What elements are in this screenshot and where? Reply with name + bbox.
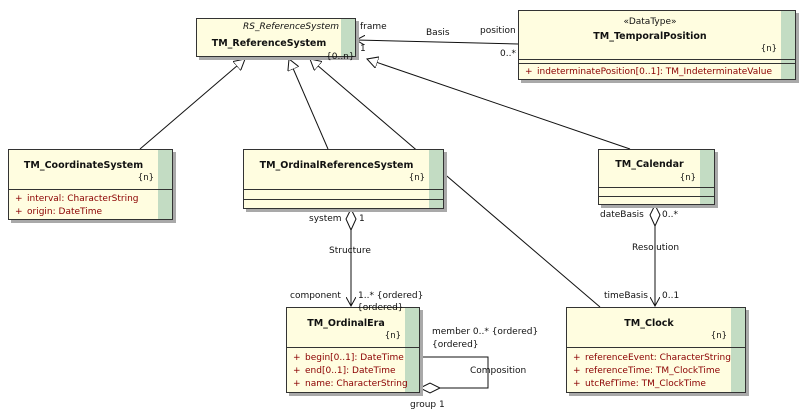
class-name: TM_CoordinateSystem (23, 160, 144, 171)
class-tm-coordinate-system[interactable]: TM_CoordinateSystem {n} + interval: Chara… (8, 149, 173, 220)
visibility-marker: + (293, 366, 301, 376)
class-name: TM_OrdinalEra (307, 318, 385, 329)
compartment-divider (244, 189, 443, 190)
constraint-component-ordered: {ordered} (357, 303, 404, 313)
role-position: position (480, 26, 516, 36)
compartment-divider (599, 196, 714, 197)
attribute-text: name: CharacterString (305, 379, 408, 389)
class-name: TM_ReferenceSystem (211, 38, 327, 49)
role-date-basis: dateBasis (600, 210, 644, 220)
attribute-interval: + interval: CharacterString (15, 194, 139, 204)
attribute-reference-event: + referenceEvent: CharacterString (573, 353, 731, 363)
attribute-name: + name: CharacterString (293, 379, 408, 389)
visibility-marker: + (15, 207, 23, 217)
role-component: component (290, 291, 341, 301)
attribute-utc-ref-time: + utcRefTime: TM_ClockTime (573, 379, 706, 389)
class-name: TM_OrdinalReferenceSystem (259, 160, 414, 171)
compartment-divider (519, 59, 795, 60)
class-name: TM_TemporalPosition (593, 31, 707, 42)
constraint-member-ordered: {ordered} (432, 340, 479, 350)
compartment-divider (9, 189, 172, 190)
association-composition (420, 356, 489, 389)
attribute-text: referenceEvent: CharacterString (585, 353, 731, 363)
class-name: TM_Calendar (615, 159, 684, 170)
class-tm-clock[interactable]: TM_Clock {n} + referenceEvent: CharacterS… (566, 307, 746, 393)
class-color-bar (405, 308, 419, 392)
class-tm-reference-system[interactable]: RS_ReferenceSystem TM_ReferenceSystem (196, 18, 356, 57)
aggregation-diamond-resolution (649, 203, 661, 228)
visibility-marker: + (525, 67, 533, 77)
class-color-bar (781, 11, 795, 79)
visibility-marker: + (15, 194, 23, 204)
class-tm-calendar[interactable]: TM_Calendar {n} (598, 149, 715, 205)
class-tag: {n} (710, 331, 727, 341)
attribute-end: + end[0..1]: DateTime (293, 366, 396, 376)
generalization-coordinate-system (139, 59, 245, 150)
role-time-basis: timeBasis (604, 291, 648, 301)
role-group: group 1 (410, 400, 445, 410)
class-color-bar (700, 150, 714, 204)
attribute-text: indeterminatePosition[0..1]: TM_Indeterm… (537, 67, 772, 77)
class-tm-ordinal-reference-system[interactable]: TM_OrdinalReferenceSystem {n} (243, 149, 444, 209)
role-system: system (309, 214, 342, 224)
attribute-text: begin[0..1]: DateTime (305, 353, 404, 363)
class-stereotype: RS_ReferenceSystem (243, 22, 339, 32)
association-name-composition: Composition (470, 366, 527, 376)
attribute-text: origin: DateTime (27, 207, 103, 217)
association-basis (356, 40, 519, 44)
class-tag: {n} (137, 173, 154, 183)
multiplicity-system: 1 (359, 214, 365, 224)
attribute-origin: + origin: DateTime (15, 207, 102, 217)
multiplicity-frame: 1 (360, 44, 366, 54)
visibility-marker: + (293, 353, 301, 363)
class-color-bar (429, 150, 443, 208)
class-name: TM_Clock (624, 318, 674, 329)
visibility-marker: + (573, 379, 581, 389)
attribute-text: end[0..1]: DateTime (305, 366, 396, 376)
aggregation-diamond-structure (345, 207, 357, 232)
class-tm-temporal-position[interactable]: «DataType» TM_TemporalPosition {n} + inde… (518, 10, 796, 80)
attribute-begin: + begin[0..1]: DateTime (293, 353, 404, 363)
multiplicity-tag-reference-system: {0..n} (326, 52, 355, 62)
class-tm-ordinal-era[interactable]: TM_OrdinalEra {n} + begin[0..1]: DateTime… (286, 307, 420, 393)
attribute-text: referenceTime: TM_ClockTime (585, 366, 721, 376)
class-tag: {n} (408, 173, 425, 183)
generalization-calendar (367, 59, 631, 150)
generalization-clock (310, 59, 601, 308)
compartment-divider (599, 187, 714, 188)
visibility-marker: + (293, 379, 301, 389)
compartment-divider (567, 347, 745, 348)
visibility-marker: + (573, 353, 581, 363)
association-name-basis: Basis (426, 28, 450, 38)
multiplicity-position: 0..* (500, 49, 516, 59)
multiplicity-date-basis: 0..* (662, 210, 678, 220)
aggregation-diamond-composition (418, 382, 442, 394)
multiplicity-component: 1..* {ordered} (358, 291, 424, 301)
class-color-bar (731, 308, 745, 392)
attribute-reference-time: + referenceTime: TM_ClockTime (573, 366, 720, 376)
class-tag: {n} (679, 173, 696, 183)
class-color-bar (158, 150, 172, 219)
class-color-bar (341, 19, 355, 56)
compartment-divider (244, 199, 443, 200)
generalization-ordinal-reference-system (289, 59, 329, 150)
multiplicity-time-basis: 0..1 (662, 291, 680, 301)
class-tag: {n} (384, 331, 401, 341)
association-name-structure: Structure (329, 246, 371, 256)
attribute-text: interval: CharacterString (27, 194, 139, 204)
compartment-divider (287, 347, 419, 348)
visibility-marker: + (573, 366, 581, 376)
role-member: member 0..* {ordered} (432, 327, 539, 337)
class-tag: {n} (760, 44, 777, 54)
attribute-indeterminate-position: + indeterminatePosition[0..1]: TM_Indeter… (525, 67, 772, 77)
compartment-divider (519, 63, 795, 64)
attribute-text: utcRefTime: TM_ClockTime (585, 379, 706, 389)
association-name-resolution: Resolution (632, 243, 680, 253)
role-frame: frame (360, 22, 387, 32)
class-stereotype: «DataType» (623, 17, 677, 27)
